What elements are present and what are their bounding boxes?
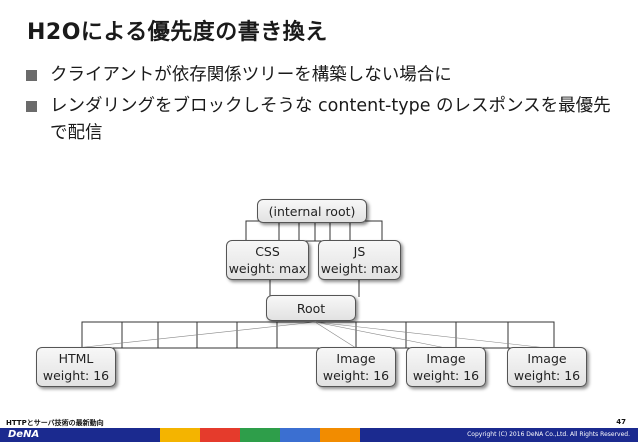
node-label: CSS	[255, 244, 280, 259]
bullet-text: クライアントが依存関係ツリーを構築しない場合に	[50, 65, 452, 85]
footer-title: HTTPとサーバ技術の最新動向	[6, 419, 104, 427]
dependency-line	[75, 321, 316, 349]
dependency-line	[314, 321, 548, 349]
internal-root-children-box	[245, 220, 383, 242]
square-bullet-icon	[26, 101, 37, 112]
root-node: Root	[266, 295, 356, 321]
footer-bar-segment	[240, 428, 280, 442]
node-label: Image	[527, 351, 567, 366]
footer-bar-segment	[200, 428, 240, 442]
bullet-text: レンダリングをブロックしそうな content-type のレスポンスを最優先で…	[50, 96, 611, 143]
dependency-line	[314, 321, 447, 349]
square-bullet-icon	[26, 70, 37, 81]
node-label: Image	[336, 351, 376, 366]
node-weight: weight: max	[228, 261, 307, 276]
image-node: Image weight: 16	[507, 347, 587, 387]
image-node: Image weight: 16	[406, 347, 486, 387]
node-label: Image	[426, 351, 466, 366]
js-node: JS weight: max	[318, 240, 401, 280]
node-label: HTML	[58, 351, 94, 366]
node-label: Root	[296, 300, 326, 316]
css-node: CSS weight: max	[226, 240, 309, 280]
footer-color-bar	[0, 428, 638, 442]
html-node: HTML weight: 16	[36, 347, 116, 387]
footer-bar-segment	[360, 428, 638, 442]
slide-title: H2Oによる優先度の書き換え	[27, 20, 328, 45]
bullet-list: クライアントが依存関係ツリーを構築しない場合に レンダリングをブロックしそうな …	[22, 62, 622, 151]
bullet-item: クライアントが依存関係ツリーを構築しない場合に	[22, 62, 622, 89]
dependency-line	[314, 321, 357, 349]
node-weight: weight: 16	[412, 368, 480, 383]
internal-root-node: (internal root)	[257, 199, 367, 223]
bullet-item: レンダリングをブロックしそうな content-type のレスポンスを最優先で…	[22, 93, 622, 147]
image-node: Image weight: 16	[316, 347, 396, 387]
node-weight: weight: 16	[322, 368, 390, 383]
dena-logo: DeNA	[8, 429, 40, 440]
node-label: JS	[353, 244, 366, 259]
node-weight: weight: 16	[513, 368, 581, 383]
footer-bar-segment	[320, 428, 360, 442]
footer-bar-segment	[0, 428, 160, 442]
root-children-box	[81, 321, 555, 349]
copyright-text: Copyright (C) 2016 DeNA Co.,Ltd. All Rig…	[467, 431, 630, 438]
node-weight: weight: 16	[42, 368, 110, 383]
node-weight: weight: max	[320, 261, 399, 276]
page-number: 47	[616, 418, 626, 426]
footer-bar-segment	[280, 428, 320, 442]
footer-bar-segment	[160, 428, 200, 442]
node-label: (internal root)	[268, 203, 356, 219]
